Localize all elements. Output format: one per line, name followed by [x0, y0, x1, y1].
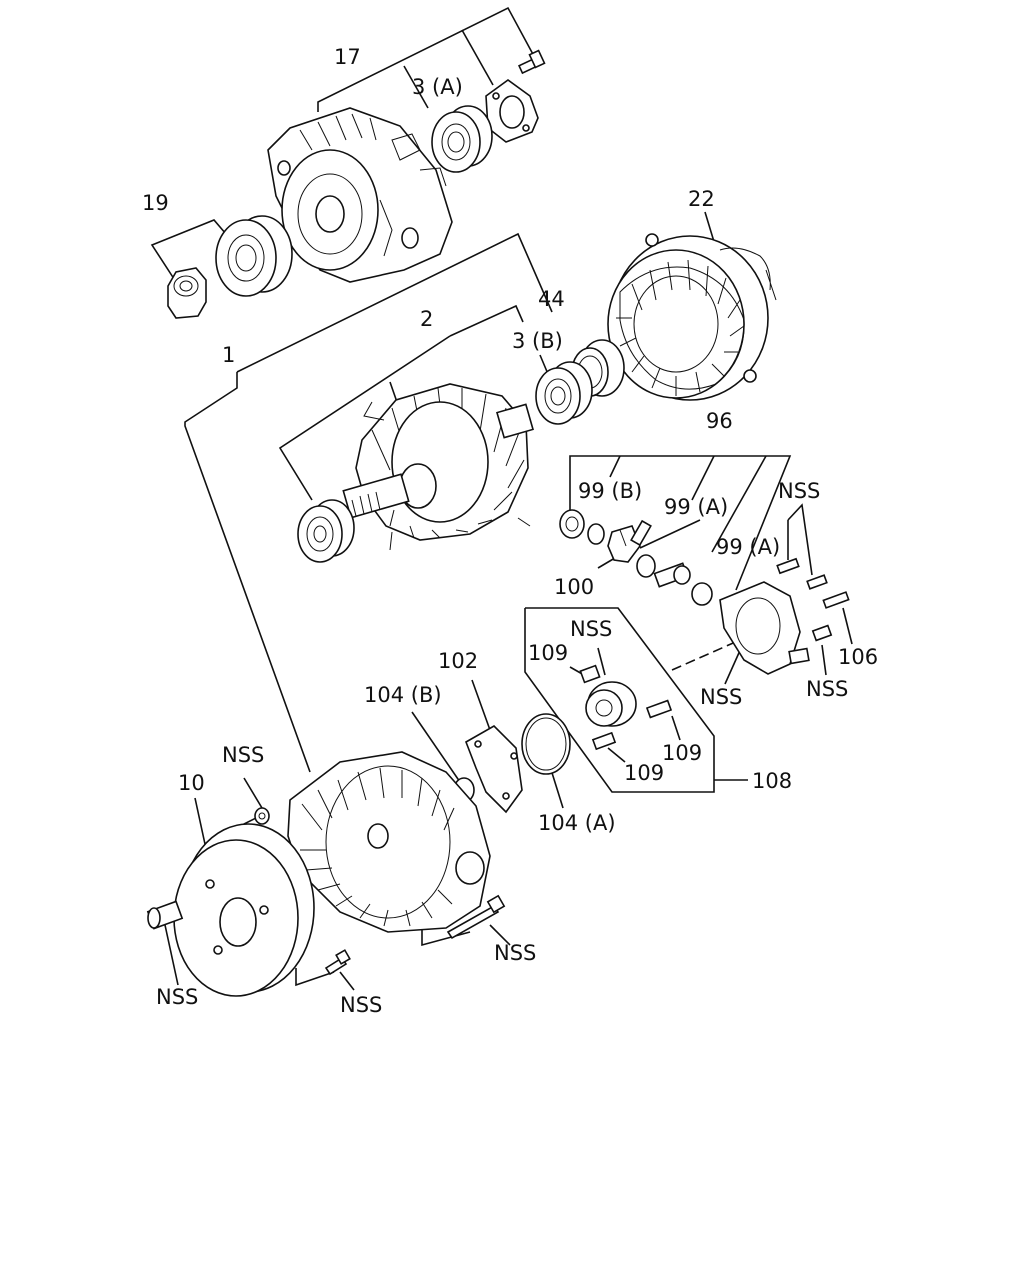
small-nut [254, 807, 270, 825]
label-nss-right: NSS [778, 479, 820, 503]
label-nss-nut: NSS [222, 743, 264, 767]
through-bolt [446, 894, 506, 940]
bearing-3b [535, 361, 593, 425]
drive-end-housing-17 [267, 107, 453, 283]
fitting-99b [559, 509, 605, 545]
label-109-c: 109 [624, 761, 664, 785]
label-3b: 3 (B) [512, 329, 563, 353]
label-nss-bush: NSS [806, 677, 848, 701]
label-nss-pin: NSS [156, 985, 198, 1009]
housing-bolt-top [517, 49, 546, 75]
label-44: 44 [538, 287, 565, 311]
leader-lines [150, 6, 853, 991]
label-22: 22 [688, 187, 715, 211]
callout-labels: 17 3 (A) 19 22 44 2 3 (B) 1 96 99 (B) 99… [142, 45, 878, 1017]
terminal-bolt [653, 562, 691, 588]
label-102: 102 [438, 649, 478, 673]
o-ring-104a [521, 713, 571, 775]
right-side-bolts [776, 557, 850, 642]
label-96: 96 [706, 409, 733, 433]
label-10: 10 [178, 771, 205, 795]
label-106: 106 [838, 645, 878, 669]
label-99a-first: 99 (A) [664, 495, 728, 519]
label-109-b: 109 [662, 741, 702, 765]
clip-100 [607, 525, 641, 563]
label-nss-bolt: NSS [494, 941, 536, 965]
bearing-rotor-front [297, 499, 355, 563]
small-screw [324, 949, 351, 976]
plate-102 [465, 725, 523, 814]
label-108: 108 [752, 769, 792, 793]
label-2: 2 [420, 307, 433, 331]
label-nss-brush: NSS [570, 617, 612, 641]
rear-housing [287, 751, 491, 933]
label-104b: 104 (B) [364, 683, 442, 707]
label-17: 17 [334, 45, 361, 69]
label-100: 100 [554, 575, 594, 599]
o-ring-99a-second [691, 582, 713, 606]
label-nss-screw: NSS [340, 993, 382, 1017]
label-99a-second: 99 (A) [716, 535, 780, 559]
small-pin [630, 519, 652, 547]
pin-left [146, 900, 184, 930]
o-ring-99a [636, 554, 656, 578]
pulley-nut [167, 267, 207, 319]
bearing-retainer-plate [485, 79, 539, 143]
pulley-19 [215, 215, 293, 297]
rear-cover-plate [719, 581, 810, 675]
label-1: 1 [222, 343, 235, 367]
label-99b: 99 (B) [578, 479, 642, 503]
label-nss-plate: NSS [700, 685, 742, 709]
stator-22 [607, 233, 777, 401]
label-109-a: 109 [528, 641, 568, 665]
label-19: 19 [142, 191, 169, 215]
brush-holder-108 [579, 664, 673, 751]
bearing-3a [431, 105, 493, 173]
end-cover-10 [173, 823, 315, 997]
rotor-2 [342, 383, 534, 551]
label-104a: 104 (A) [538, 811, 616, 835]
label-3a: 3 (A) [412, 75, 463, 99]
